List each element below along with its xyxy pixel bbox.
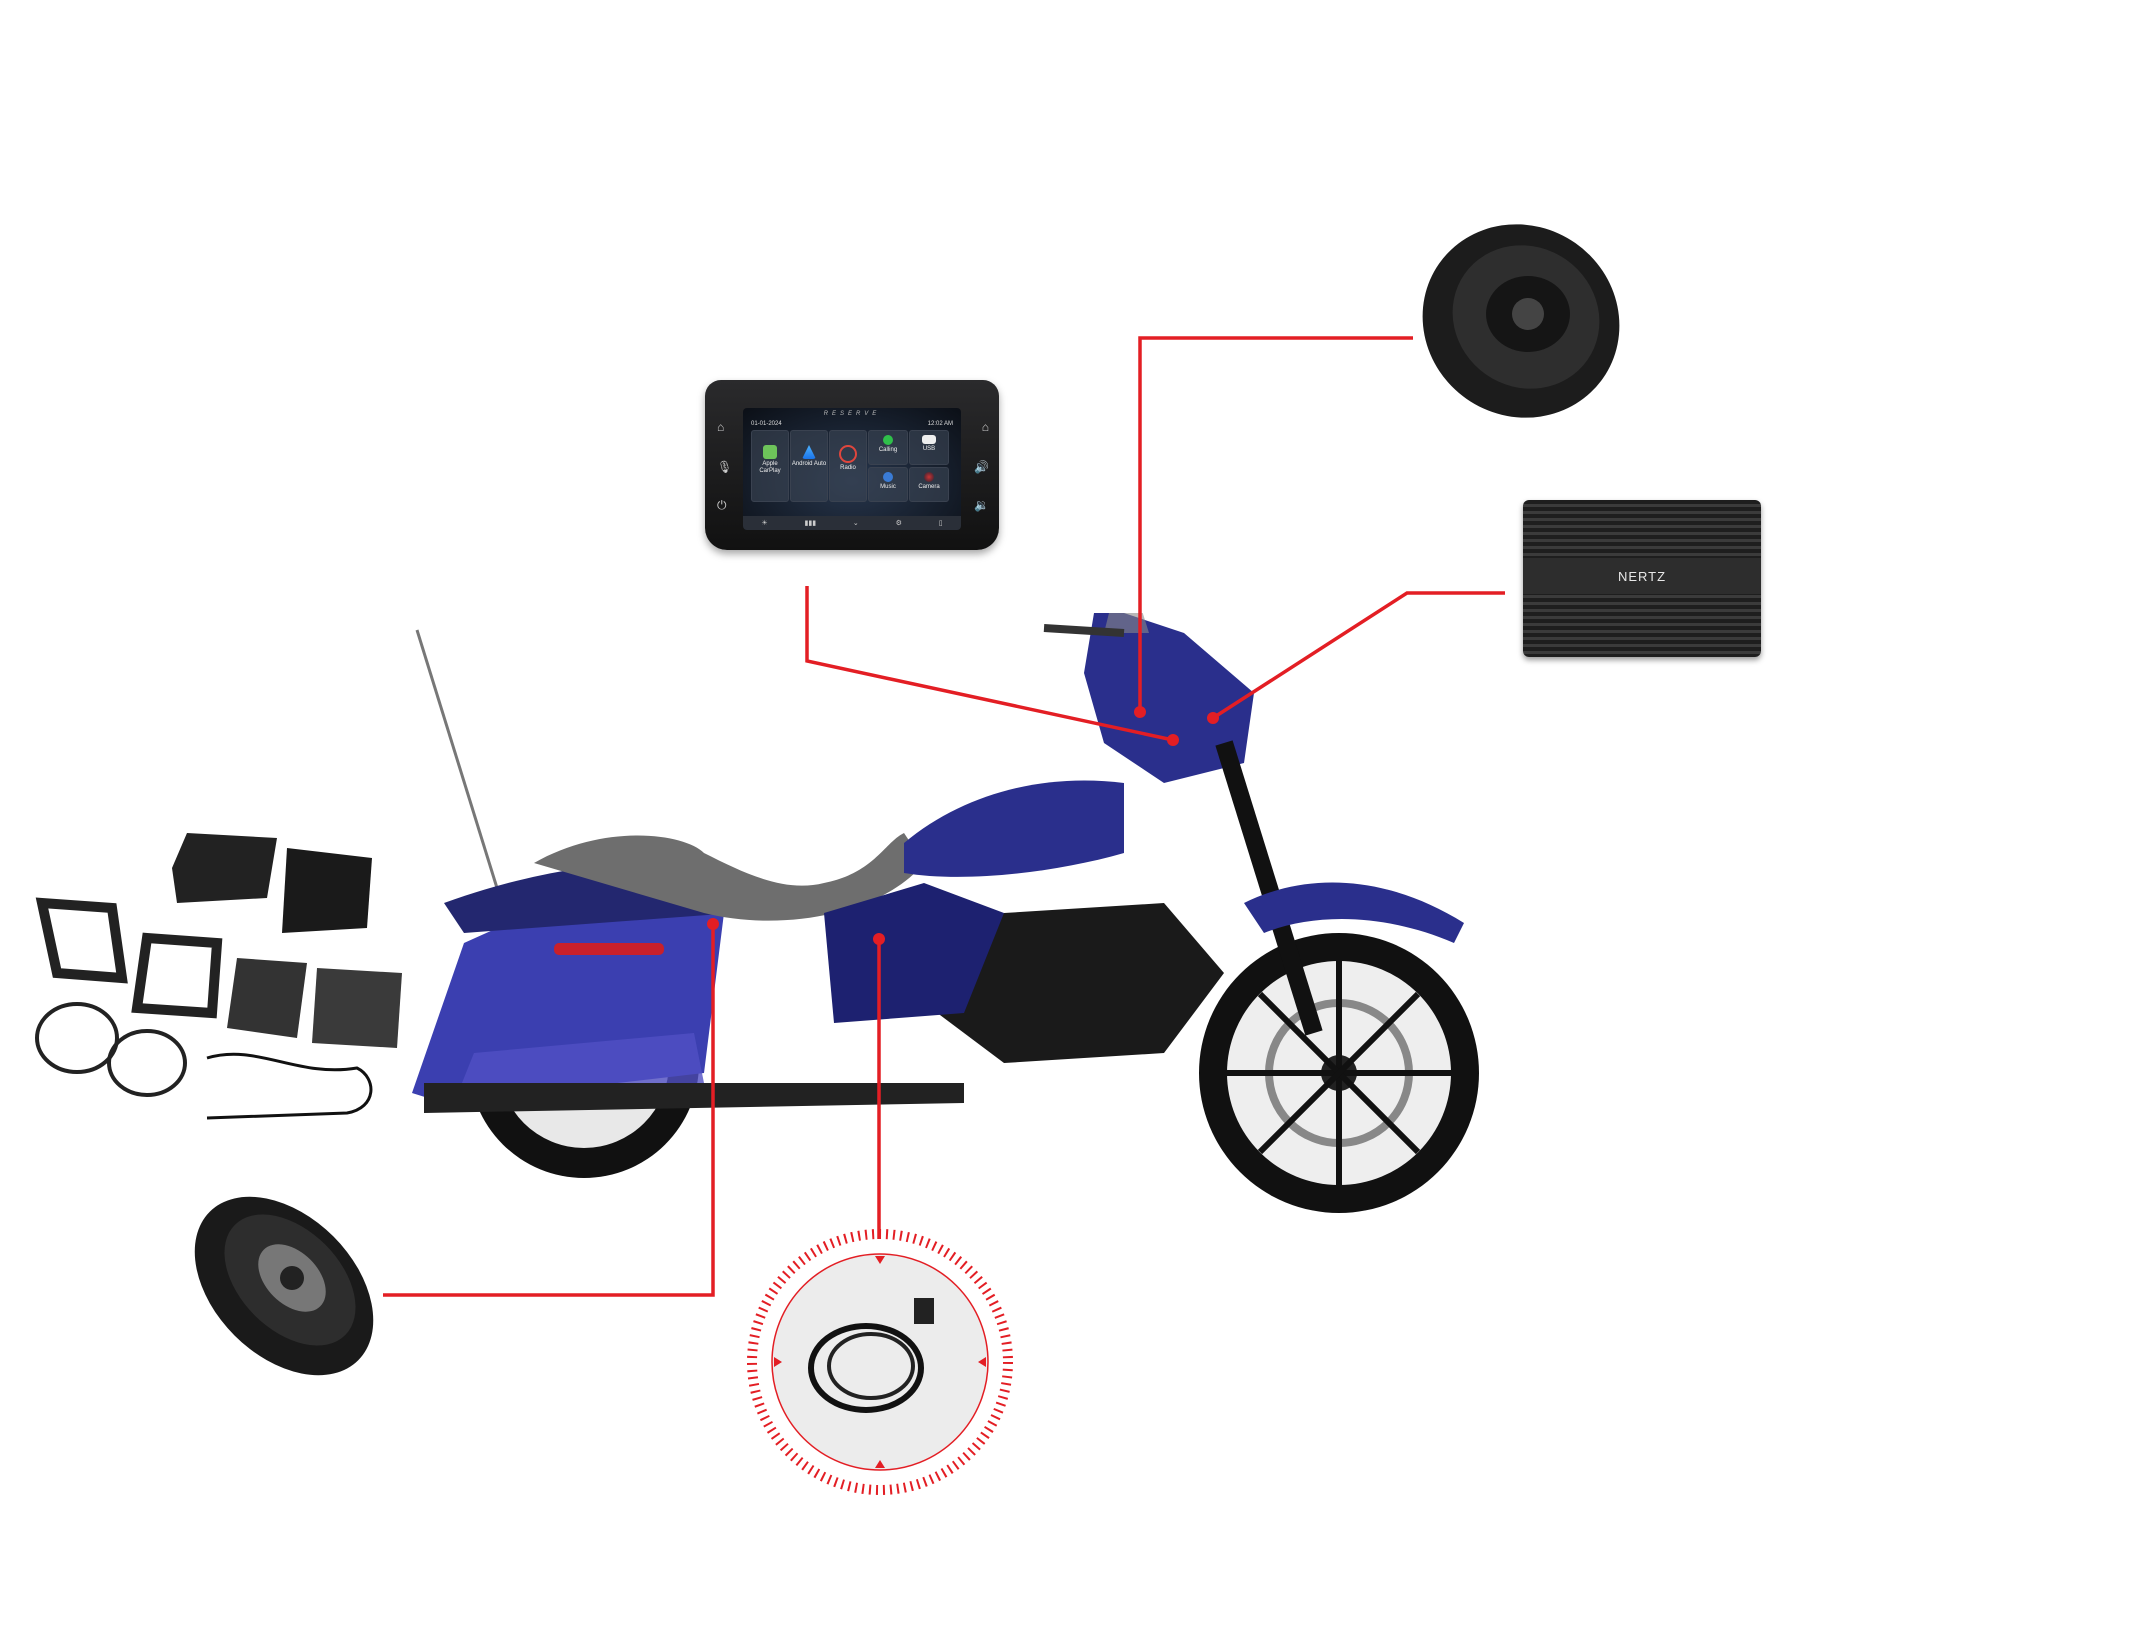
phone-icon bbox=[883, 435, 893, 445]
head-unit-brand: RESERVE bbox=[823, 411, 881, 417]
front-fork bbox=[1215, 740, 1323, 1036]
amplifier: NERTZ bbox=[1523, 500, 1761, 657]
tile-label: Music bbox=[880, 484, 896, 490]
tile-radio[interactable]: Radio bbox=[829, 430, 867, 502]
camera-icon bbox=[924, 472, 934, 482]
mic-icon[interactable]: 🎙 bbox=[717, 460, 733, 474]
screen-bottom-bar: ☀ ▮▮▮ ⌄ ⚙ ▯ bbox=[743, 516, 961, 530]
fairing-speaker bbox=[1422, 224, 1620, 418]
front-wheel bbox=[1199, 933, 1479, 1213]
carplay-icon bbox=[763, 445, 777, 459]
screen-time: 12:02 AM bbox=[927, 421, 953, 427]
equalizer-icon[interactable]: ▮▮▮ bbox=[804, 520, 817, 527]
tile-label: Apple CarPlay bbox=[759, 461, 781, 474]
head-unit-screen: RESERVE 01-01-2024 12:02 AM Apple CarPla… bbox=[743, 408, 961, 530]
tile-android-auto[interactable]: Android Auto bbox=[790, 430, 828, 502]
speaker-lid-kit bbox=[35, 833, 402, 1120]
motorcycle bbox=[412, 613, 1479, 1213]
chevron-down-icon[interactable]: ⌄ bbox=[852, 520, 859, 527]
wiring-harness bbox=[746, 1228, 1014, 1496]
head-unit[interactable]: RESERVE 01-01-2024 12:02 AM Apple CarPla… bbox=[705, 380, 999, 550]
tile-label: Radio bbox=[840, 465, 856, 471]
android-auto-icon bbox=[802, 445, 816, 459]
brightness-icon[interactable]: ☀ bbox=[761, 520, 768, 527]
tile-label: Calling bbox=[878, 447, 898, 453]
tile-label: Camera bbox=[918, 484, 940, 490]
seat bbox=[534, 833, 924, 921]
handlebar bbox=[1043, 624, 1125, 637]
saddlebag-reflector bbox=[554, 943, 664, 955]
tile-camera[interactable]: Camera bbox=[909, 467, 949, 502]
tile-music[interactable]: Music bbox=[868, 467, 908, 502]
home-icon[interactable]: ⌂ bbox=[981, 420, 989, 434]
engine bbox=[924, 903, 1224, 1063]
tile-usb[interactable]: USB bbox=[909, 430, 949, 465]
exhaust bbox=[424, 1083, 964, 1113]
saddlebag-speaker bbox=[194, 1196, 374, 1376]
usb-icon bbox=[922, 435, 936, 444]
tile-label: Android Auto bbox=[791, 461, 827, 467]
tile-apple-carplay[interactable]: Apple CarPlay bbox=[751, 430, 789, 502]
volume-up-icon[interactable]: 🔊 bbox=[974, 460, 989, 474]
tile-calling[interactable]: Calling bbox=[868, 430, 908, 465]
settings-icon[interactable]: ⚙ bbox=[895, 520, 902, 527]
music-icon bbox=[883, 472, 893, 482]
volume-down-icon[interactable]: 🔉 bbox=[974, 498, 989, 512]
power-icon[interactable]: ⏻ bbox=[717, 498, 727, 512]
phone-mirror-icon[interactable]: ▯ bbox=[938, 520, 943, 527]
source-icon[interactable]: ⌂ bbox=[717, 420, 725, 434]
fuel-tank bbox=[904, 780, 1124, 877]
screen-date: 01-01-2024 bbox=[751, 421, 782, 427]
radio-tower-icon bbox=[839, 445, 857, 463]
front-fender bbox=[1244, 882, 1464, 943]
amplifier-brand: NERTZ bbox=[1617, 568, 1667, 584]
tile-label: USB bbox=[922, 446, 936, 452]
